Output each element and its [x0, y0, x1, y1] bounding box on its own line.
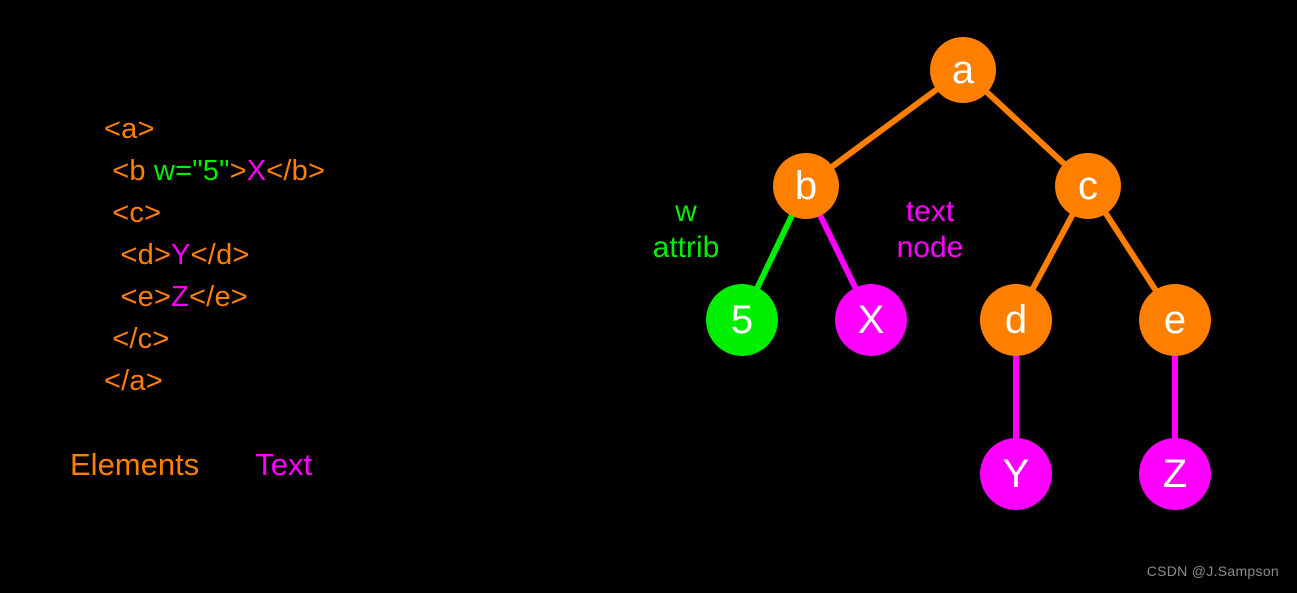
- tree-node-c: c: [1055, 153, 1121, 219]
- code-token: >: [229, 155, 247, 187]
- code-line: <d>Y</d>: [104, 234, 325, 276]
- code-token: <c>: [104, 197, 162, 229]
- tree-node-e: e: [1139, 284, 1211, 356]
- tree-node-X: X: [835, 284, 907, 356]
- annotation-line: node: [896, 231, 964, 264]
- tree-node-label: c: [1078, 164, 1098, 208]
- tree-edge: [1029, 211, 1076, 292]
- tree-node-label: a: [951, 48, 975, 92]
- annotation-line: text: [905, 195, 955, 228]
- code-line: <a>: [104, 108, 325, 150]
- code-token: </e>: [189, 281, 248, 313]
- code-line: </c>: [104, 318, 325, 360]
- tree-node-Y: Y: [980, 438, 1052, 510]
- tree-node-b: b: [773, 153, 839, 219]
- code-token: <a>: [104, 113, 155, 145]
- code-token: <d>: [104, 239, 172, 271]
- tree-node-label: X: [857, 298, 885, 342]
- code-token: </c>: [104, 323, 170, 355]
- code-token: Y: [171, 239, 191, 271]
- code-token: X: [246, 155, 267, 187]
- code-line: <b w="5">X</b>: [104, 150, 325, 192]
- tree-node-label: d: [1004, 298, 1028, 342]
- color-legend: Elements Text: [70, 444, 312, 486]
- code-token: </a>: [104, 365, 163, 397]
- tree-edge: [1102, 210, 1160, 294]
- code-token: Z: [171, 281, 190, 313]
- tree-edge: [983, 88, 1068, 168]
- code-line: <e>Z</e>: [104, 276, 325, 318]
- code-token: <b: [104, 155, 154, 187]
- legend-elements-label: Elements: [70, 447, 200, 482]
- code-token: <e>: [104, 281, 172, 313]
- annotation-line: attrib: [652, 231, 720, 264]
- tree-node-label: 5: [730, 298, 754, 342]
- code-token: </b>: [266, 155, 326, 187]
- code-line: </a>: [104, 360, 325, 402]
- tree-node-Z: Z: [1139, 438, 1211, 510]
- tree-node-label: Z: [1162, 452, 1188, 496]
- tree-node-a: a: [930, 37, 996, 103]
- tree-node-label: Y: [1002, 452, 1030, 496]
- tree-node-5: 5: [706, 284, 778, 356]
- tree-edge: [816, 212, 859, 291]
- tree-node-d: d: [980, 284, 1052, 356]
- annotation-line: w: [675, 195, 697, 228]
- xml-code-listing: <a> <b w="5">X</b> <c> <d>Y</d> <e>Z</e>…: [104, 108, 325, 402]
- code-line: <c>: [104, 192, 325, 234]
- tree-node-label: e: [1163, 298, 1187, 342]
- watermark: CSDN @J.Sampson: [1146, 563, 1279, 579]
- legend-text-label: Text: [255, 447, 313, 482]
- code-token: </d>: [190, 239, 250, 271]
- code-token: w="5": [153, 155, 230, 187]
- tree-edge: [753, 212, 796, 291]
- tree-edge: [829, 86, 940, 170]
- tree-node-label: b: [794, 164, 818, 208]
